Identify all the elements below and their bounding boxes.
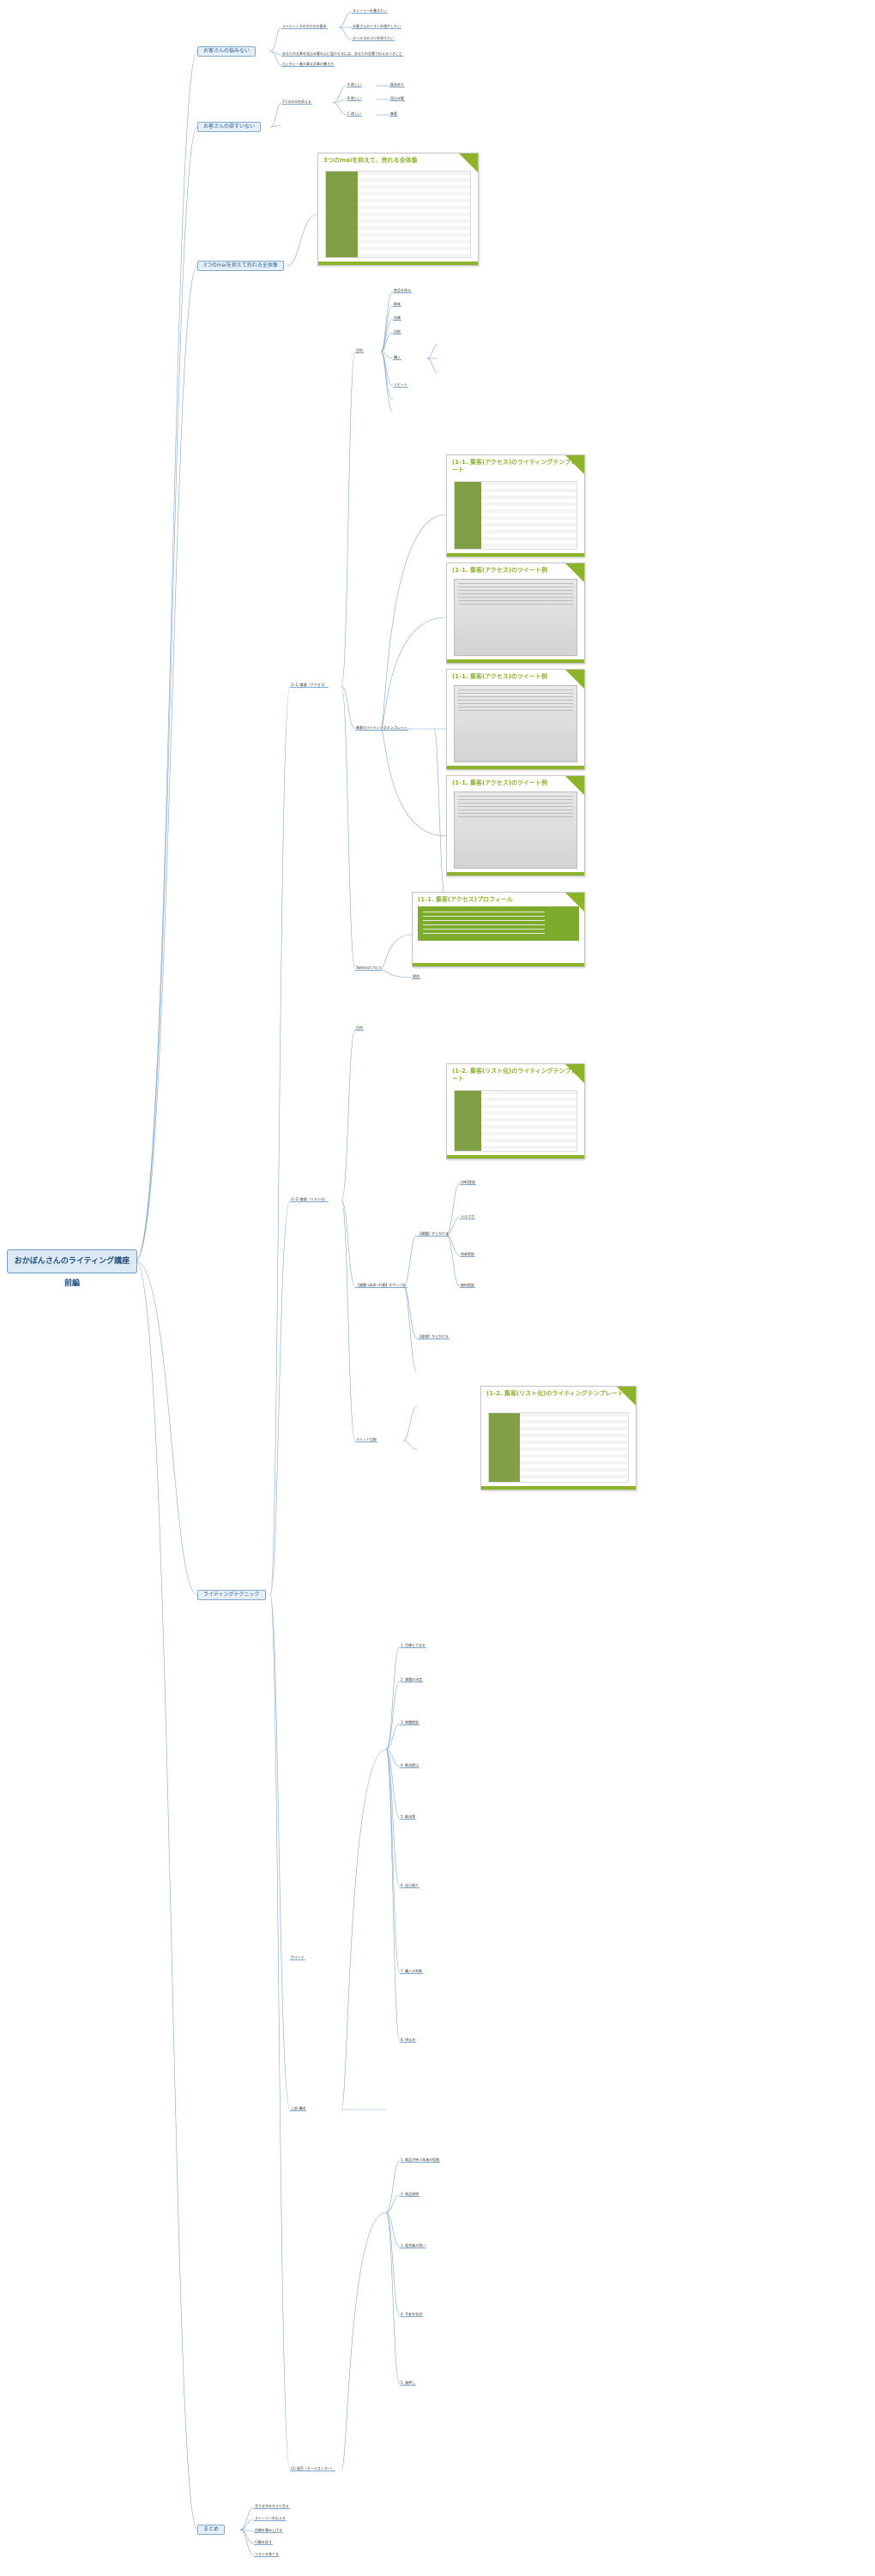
access-item-5[interactable]: 購入 — [393, 355, 401, 360]
nayami-item-2[interactable]: お客さんのリストを増やしたい — [352, 24, 401, 29]
list-item-2[interactable]: メルマガ — [460, 1214, 475, 1219]
slide-access-tweet-2: (1-1. 集客(アクセス)のツイート例 — [446, 669, 585, 770]
slide-title: (1-1. 集客(アクセス)のツイート例 — [452, 673, 547, 680]
summary-item-3[interactable]: 信頼を積み上げる — [254, 2528, 283, 2533]
access-reason[interactable]: 理由 — [412, 974, 420, 979]
slide-title: (1-2. 集客(リスト化)のライティングテンプレート — [452, 1068, 577, 1082]
writing-step-5[interactable]: 5. 解決策 — [400, 1815, 417, 1820]
writing-step-7[interactable]: 7. 購入の判断 — [400, 1969, 424, 1974]
access-purpose[interactable]: 目的 — [355, 348, 364, 353]
topic-writing[interactable]: ライティングテクニック — [197, 1590, 266, 1600]
list-item-3[interactable]: 特典受取 — [460, 1252, 475, 1257]
list-sample[interactable]: メリット比較 — [355, 1437, 377, 1442]
list-ideal[interactable]: 【理想】からかける — [417, 1334, 450, 1339]
writing-step-1[interactable]: 1. 目標とてはる — [400, 1643, 426, 1648]
topic-summary[interactable]: まとめ — [197, 2525, 226, 2535]
slide-access-profile: (1-1. 集客(アクセス)プロフィール — [412, 892, 585, 967]
access-profile[interactable]: Twitterのプロフ — [355, 966, 383, 971]
slide-list-template-1: (1-2. 集客(リスト化)のライティングテンプレート — [446, 1063, 585, 1159]
nayami-note3[interactable]: とにかく一番大事な文章の書き方 — [281, 62, 335, 67]
slide-title: (1-1. 集客(アクセス)のライティングテンプレート — [452, 459, 577, 473]
summary-item-2[interactable]: ストーリーを伝える — [254, 2516, 287, 2521]
access-item-1[interactable]: 商品を知る — [393, 288, 412, 293]
list-pain[interactable]: 【課題】からかける — [417, 1231, 450, 1237]
writing-step-8[interactable]: 8. 申込み — [400, 2037, 417, 2043]
hoshii-a2[interactable]: 既存あり — [389, 82, 405, 87]
slide-title: (1-1. 集客(アクセス)のツイート例 — [452, 779, 547, 786]
summary-item-4[interactable]: 行動を促す — [254, 2540, 273, 2545]
slide-title: 3つのmaiを抑えて、売れる全体像 — [323, 157, 418, 164]
hoshii-b[interactable]: B 欲しい — [347, 96, 363, 101]
list-template[interactable]: 【課題→訴求→行動】のサンプル — [355, 1283, 407, 1288]
slide-title: (1-1. 集客(アクセス)プロフィール — [418, 896, 513, 903]
slide-title: (1-2. 集客(リスト化)のライティングテンプレート — [486, 1390, 624, 1397]
topic-hoshii[interactable]: お客さんの欲すいない — [197, 122, 262, 132]
list-purpose[interactable]: 目的 — [355, 1026, 364, 1031]
access-item-4[interactable]: 比較 — [393, 329, 401, 334]
writing-sales[interactable]: (2) 販売（セールスレター） — [290, 2466, 335, 2471]
topic-three-cycle[interactable]: 3つのmaiを抑えて売れる全体像 — [197, 261, 284, 271]
nayami-item-3[interactable]: セールスのコツを知りたい — [352, 36, 395, 41]
sales-step-3[interactable]: 3. 経営者の思い — [400, 2243, 427, 2248]
nayami-note1[interactable]: ライティングのかけ方の基本 — [281, 24, 328, 29]
sales-step-4[interactable]: 4. 不安を払拭 — [400, 2312, 424, 2317]
summary-item-5[interactable]: リストを育てる — [254, 2552, 280, 2557]
sales-step-5[interactable]: 5. 後押し — [400, 2380, 417, 2386]
writing-step-4[interactable]: 4. 解決提示 — [400, 1763, 420, 1768]
writing-step-6[interactable]: 6. 自己紹介 — [400, 1883, 420, 1888]
writing-step-3[interactable]: 3. 問題提起 — [400, 1720, 420, 1725]
slide-access-template: (1-1. 集客(アクセス)のライティングテンプレート — [446, 454, 585, 557]
hoshii-c[interactable]: C 欲しい — [347, 111, 363, 117]
slide-title: (1-1. 集客(アクセス)のツイート例 — [452, 567, 547, 574]
access-item-3[interactable]: 信頼 — [393, 316, 401, 321]
sales-step-2[interactable]: 2. 商品説明 — [400, 2192, 420, 2197]
slide-list-template-2: (1-2. 集客(リスト化)のライティングテンプレート — [480, 1386, 637, 1490]
summary-item-1[interactable]: 売り文字をかえて売る — [254, 2504, 290, 2509]
hoshii-a[interactable]: A 欲しい — [347, 82, 363, 87]
nayami-item-1[interactable]: ストーリーを書きたい — [352, 9, 388, 14]
writing-point[interactable]: ポイント — [290, 1955, 305, 1960]
hoshii-c2[interactable]: 集客 — [389, 111, 398, 117]
access-item-6[interactable]: リピート — [393, 382, 408, 388]
access-template[interactable]: 集客のライティングテンプレート — [355, 725, 408, 731]
access-item-2[interactable]: 興味 — [393, 302, 401, 307]
list-item-4[interactable]: 無料相談 — [460, 1283, 475, 1288]
writing-structure[interactable]: 上部 構成 — [290, 2106, 307, 2111]
hoshii-note[interactable]: 3つのmaiを抑える — [281, 99, 312, 105]
access-label[interactable]: (1-1) 集客（アクセス） — [290, 683, 329, 688]
writing-step-2[interactable]: 2. 課題の決定 — [400, 1677, 424, 1682]
slide-table — [325, 171, 471, 258]
list-item-1[interactable]: LINE登録 — [460, 1180, 476, 1185]
root-topic[interactable]: おかぼんさんのライティング講座 前編 — [7, 1249, 137, 1288]
topic-nayami[interactable]: お客さんの悩みない — [197, 46, 256, 57]
slide-three-cycle: 3つのmaiを抑えて、売れる全体像 — [317, 153, 479, 266]
nayami-note2[interactable]: あなたの文章を見込み客の心に届かせるには、あなたの言葉で伝えるべきこと — [281, 51, 403, 57]
slide-access-tweet-3: (1-1. 集客(アクセス)のツイート例 — [446, 775, 585, 876]
sales-step-1[interactable]: 1. 商品が持つ本来の役割 — [400, 2158, 441, 2163]
hoshii-b2[interactable]: 見込み客 — [389, 96, 405, 101]
list-label[interactable]: (1-2) 集客（リスト化） — [290, 1197, 329, 1202]
slide-access-tweet-1: (1-1. 集客(アクセス)のツイート例 — [446, 563, 585, 664]
